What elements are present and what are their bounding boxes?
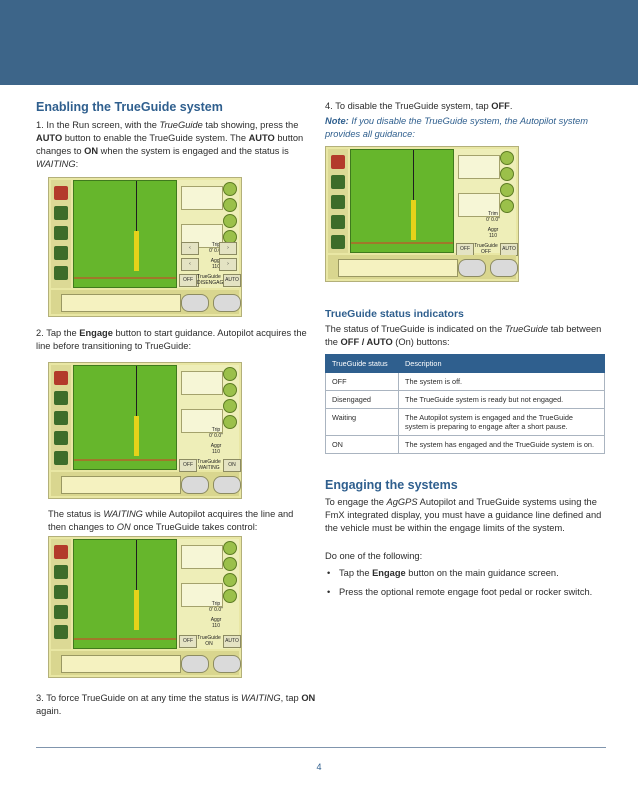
table-row: Disengaged The TrueGuide system is ready…: [325, 390, 605, 409]
table-cell: OFF: [325, 372, 399, 391]
table-header-cell: TrueGuide status: [325, 354, 399, 373]
table-header-cell: Description: [398, 354, 605, 373]
step-3: 3. To force TrueGuide on at any time the…: [36, 693, 316, 716]
note-text: Note: If you disable the TrueGuide syste…: [325, 116, 589, 139]
do-one-text: Do one of the following:: [325, 551, 423, 561]
section-heading-engaging: Engaging the systems: [325, 478, 458, 492]
engaging-paragraph: To engage the AgGPS Autopilot and TrueGu…: [325, 497, 602, 533]
list-item: Tap the Engage button on the main guidan…: [325, 567, 605, 580]
table-row: Waiting The Autopilot system is engaged …: [325, 408, 605, 436]
table-cell: The TrueGuide system is ready but not en…: [398, 390, 605, 409]
list-item: Press the optional remote engage foot pe…: [325, 586, 605, 599]
step-4: 4. To disable the TrueGuide system, tap …: [325, 101, 513, 111]
table-row: OFF The system is off.: [325, 372, 605, 391]
section-heading-status: TrueGuide status indicators: [325, 308, 464, 320]
table-cell: The Autopilot system is engaged and the …: [398, 408, 605, 436]
status-note: The status is WAITING while Autopilot ac…: [48, 509, 294, 532]
status-table: TrueGuide status Description OFF The sys…: [325, 354, 605, 454]
table-cell: ON: [325, 435, 399, 454]
table-cell: The system has engaged and the TrueGuide…: [398, 435, 605, 454]
header-banner: [0, 0, 638, 85]
footer-rule: [36, 747, 606, 748]
table-row: ON The system has engaged and the TrueGu…: [325, 435, 605, 454]
table-cell: Waiting: [325, 408, 399, 436]
step-2: 2. Tap the Engage button to start guidan…: [36, 328, 307, 351]
table-cell: The system is off.: [398, 372, 605, 391]
status-intro: The status of TrueGuide is indicated on …: [325, 324, 602, 347]
table-cell: Disengaged: [325, 390, 399, 409]
section-heading-enabling: Enabling the TrueGuide system: [36, 100, 223, 114]
page-number: 4: [316, 762, 322, 772]
table-header-row: TrueGuide status Description: [325, 354, 605, 373]
step-1: 1. In the Run screen, with the TrueGuide…: [36, 120, 304, 169]
engage-options-list: Tap the Engage button on the main guidan…: [325, 567, 605, 605]
